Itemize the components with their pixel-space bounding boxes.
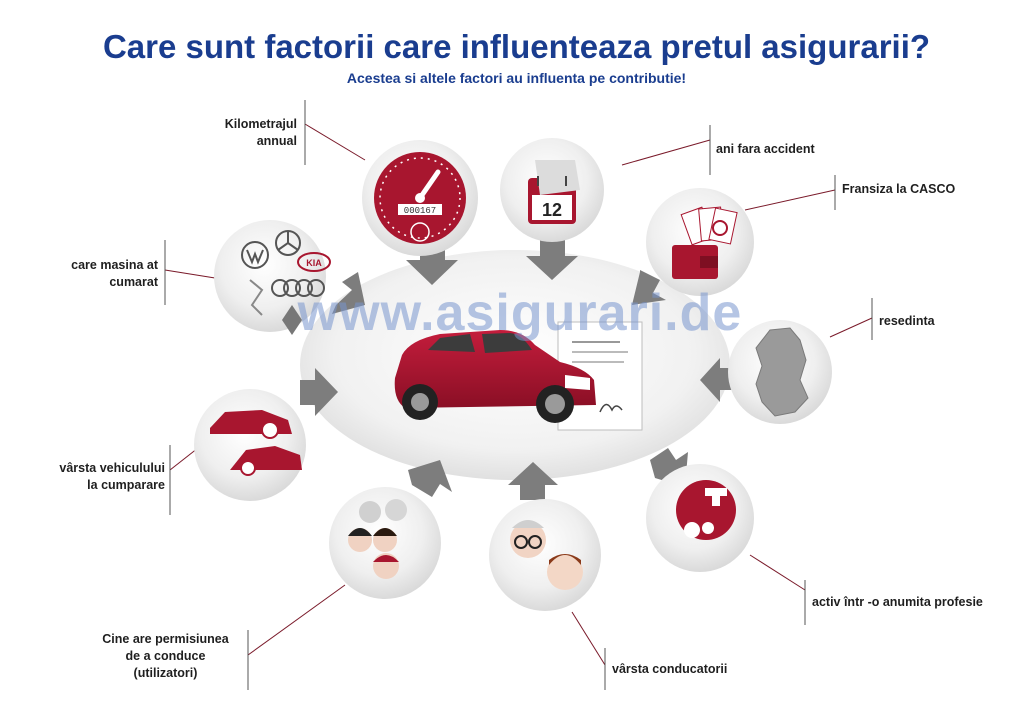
label-resedinta: resedinta <box>879 314 935 328</box>
arrows <box>300 240 735 500</box>
germany-map-icon <box>755 327 809 417</box>
profession-icon <box>676 480 736 540</box>
page-subtitle: Acestea si altele factori au influenta p… <box>346 70 687 86</box>
page-title: Care sunt factorii care influenteaza pre… <box>102 28 931 65</box>
driver-age-icon <box>510 520 583 590</box>
vehicle-age-icon <box>210 410 302 476</box>
wallet-icon <box>672 206 738 279</box>
label-varsta-conducator: vârsta conducatorii <box>612 662 728 676</box>
users-icon <box>348 499 407 579</box>
label-profesie: activ într -o anumita profesie <box>812 595 983 609</box>
central-car-icon <box>394 330 596 423</box>
odometer-icon: 000167 <box>374 152 466 244</box>
svg-text:KIA: KIA <box>306 258 322 268</box>
leader-lines <box>164 100 873 690</box>
label-ani-fara-accident: ani fara accident <box>716 142 815 156</box>
svg-text:000167: 000167 <box>404 206 436 216</box>
label-fransiza: Fransiza la CASCO <box>842 182 956 196</box>
calendar-icon: 12 <box>528 160 580 224</box>
car-brands-icon: KIA <box>241 230 331 335</box>
svg-text:12: 12 <box>542 200 562 220</box>
